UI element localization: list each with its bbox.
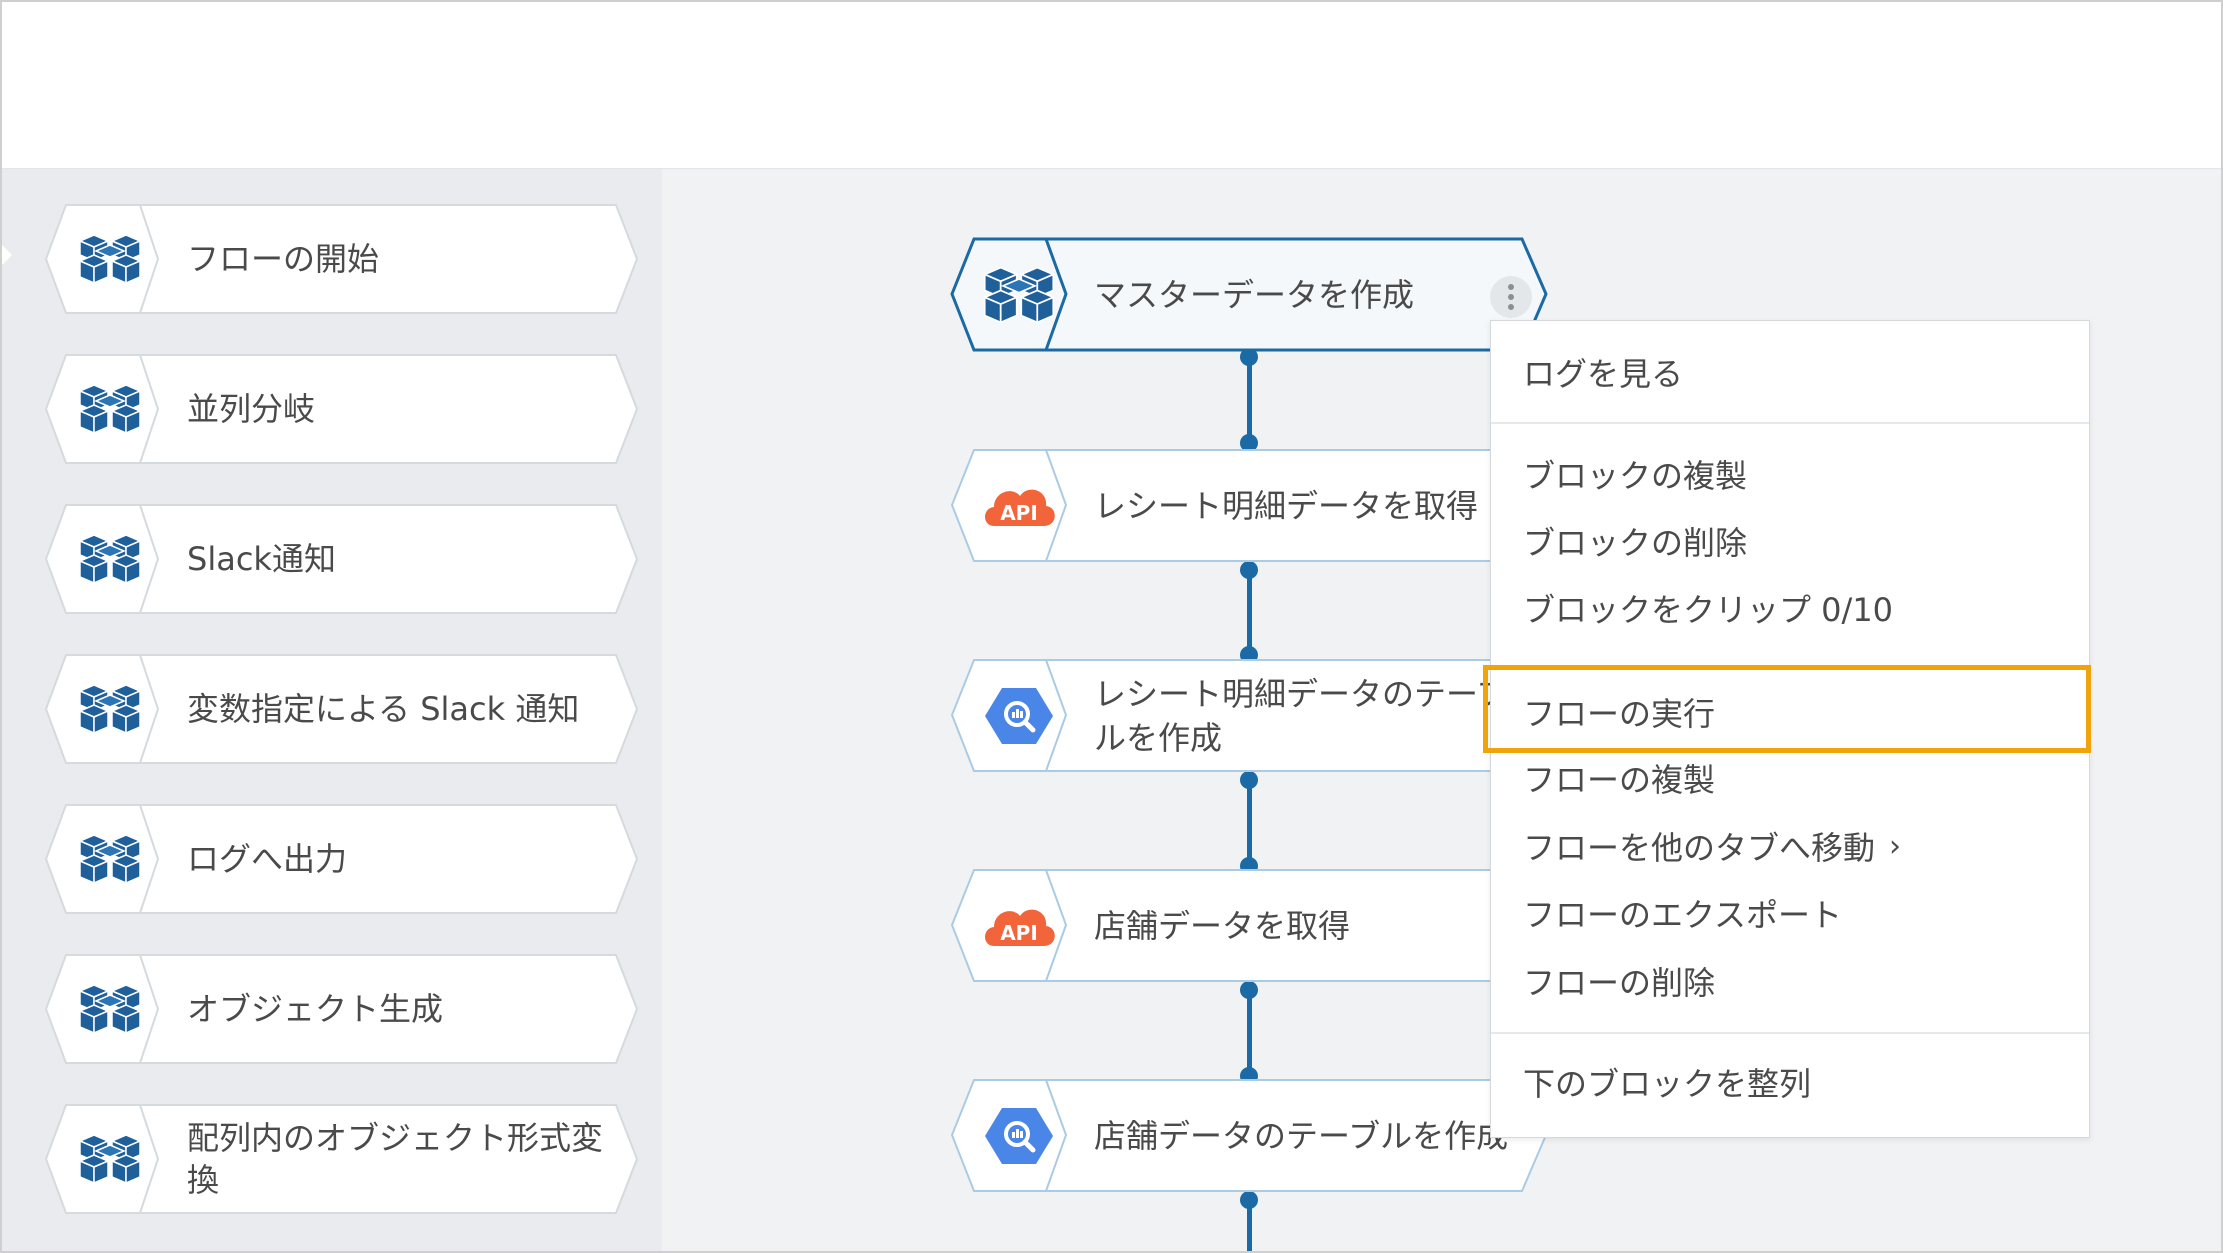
- cube-grid-icon: [76, 831, 144, 887]
- menu-item-clip-block[interactable]: ブロックをクリップ 0/10: [1523, 591, 1894, 629]
- connector-line: [1247, 1195, 1252, 1251]
- bigquery-icon: [980, 684, 1058, 748]
- connector-line: [1247, 565, 1252, 653]
- api-cloud-icon: API: [980, 474, 1058, 538]
- palette-block-label: Slack通知: [187, 540, 336, 578]
- block-shape: [44, 354, 639, 464]
- menu-item-run-flow[interactable]: フローの実行: [1523, 695, 1716, 733]
- svg-text:API: API: [1000, 501, 1038, 525]
- connector-line: [1247, 352, 1252, 442]
- menu-item-view-log[interactable]: ログを見る: [1523, 355, 1684, 393]
- palette-block[interactable]: 並列分岐: [44, 353, 639, 465]
- flow-block[interactable]: API レシート明細データを取得: [950, 448, 1548, 563]
- connector-dot: [1240, 561, 1258, 579]
- connector-dot: [1240, 1191, 1258, 1209]
- api-cloud-icon: API: [980, 894, 1058, 958]
- palette-block[interactable]: 変数指定による Slack 通知: [44, 653, 639, 765]
- menu-item-duplicate-flow[interactable]: フローの複製: [1523, 761, 1716, 799]
- menu-item-duplicate-block[interactable]: ブロックの複製: [1523, 457, 1748, 495]
- palette-block-label: 配列内のオブジェクト形式変換: [187, 1119, 604, 1199]
- connector-line: [1247, 775, 1252, 865]
- flow-block-label: 店舗データのテーブルを作成: [1094, 1116, 1509, 1155]
- flow-block[interactable]: マスターデータを作成: [950, 237, 1548, 352]
- palette-block-label: フローの開始: [187, 240, 380, 278]
- sidebar-collapse-handle[interactable]: [2, 245, 12, 265]
- palette-block[interactable]: Slack通知: [44, 503, 639, 615]
- block-more-menu-button[interactable]: [1490, 276, 1532, 318]
- top-bar: [2, 2, 2221, 169]
- palette-block[interactable]: 配列内のオブジェクト形式変換: [44, 1103, 639, 1215]
- menu-divider: [1491, 422, 2089, 424]
- connector-dot: [1240, 348, 1258, 366]
- cube-grid-icon: [76, 531, 144, 587]
- block-shape: [44, 654, 639, 764]
- connector-dot: [1240, 981, 1258, 999]
- menu-item-align-blocks[interactable]: 下のブロックを整列: [1523, 1065, 1812, 1103]
- menu-item-delete-block[interactable]: ブロックの削除: [1523, 524, 1748, 562]
- cube-grid-icon: [76, 1131, 144, 1187]
- connector-dot: [1240, 434, 1258, 452]
- palette-block[interactable]: ログへ出力: [44, 803, 639, 915]
- block-shape: [44, 954, 639, 1064]
- flow-block-label: 店舗データを取得: [1094, 906, 1351, 945]
- palette-block[interactable]: フローの開始: [44, 203, 639, 315]
- flow-block[interactable]: レシート明細データのテーブルを作成: [950, 658, 1548, 773]
- menu-item-move-flow[interactable]: フローを他のタブへ移動 ›: [1523, 818, 2063, 874]
- menu-divider: [1491, 1032, 2089, 1034]
- flow-block-label: レシート明細データを取得: [1094, 486, 1479, 525]
- menu-item-export-flow[interactable]: フローのエクスポート: [1523, 896, 1843, 934]
- palette-block-label: 並列分岐: [187, 390, 316, 428]
- cube-grid-icon: [76, 681, 144, 737]
- block-shape: [44, 204, 639, 314]
- flow-block[interactable]: 店舗データのテーブルを作成: [950, 1078, 1548, 1193]
- svg-text:API: API: [1000, 921, 1038, 945]
- flow-block-label: レシート明細データのテーブルを作成: [1094, 674, 1509, 757]
- palette-block-label: ログへ出力: [187, 840, 348, 878]
- cube-grid-icon: [76, 381, 144, 437]
- palette-block-label: オブジェクト生成: [187, 990, 444, 1028]
- block-context-menu: ログを見る ブロックの複製 ブロックの削除 ブロックをクリップ 0/10 フロー…: [1490, 320, 2090, 1138]
- bigquery-icon: [980, 1104, 1058, 1168]
- cube-grid-icon: [76, 981, 144, 1037]
- menu-item-delete-flow[interactable]: フローの削除: [1523, 964, 1716, 1002]
- flow-block-label: マスターデータを作成: [1094, 275, 1415, 314]
- palette-block[interactable]: オブジェクト生成: [44, 953, 639, 1065]
- flow-block[interactable]: API 店舗データを取得: [950, 868, 1548, 983]
- chevron-right-icon: ›: [1889, 828, 1902, 864]
- connector-line: [1247, 985, 1252, 1075]
- block-shape: [44, 804, 639, 914]
- palette-block-label: 変数指定による Slack 通知: [187, 690, 580, 728]
- connector-dot: [1240, 771, 1258, 789]
- highlight-box: [1483, 665, 2091, 753]
- cube-grid-icon: [76, 231, 144, 287]
- menu-item-move-flow-label: フローを他のタブへ移動: [1523, 829, 1876, 867]
- cube-grid-icon: [980, 263, 1058, 327]
- block-shape: [44, 504, 639, 614]
- block-shape: [44, 1104, 639, 1214]
